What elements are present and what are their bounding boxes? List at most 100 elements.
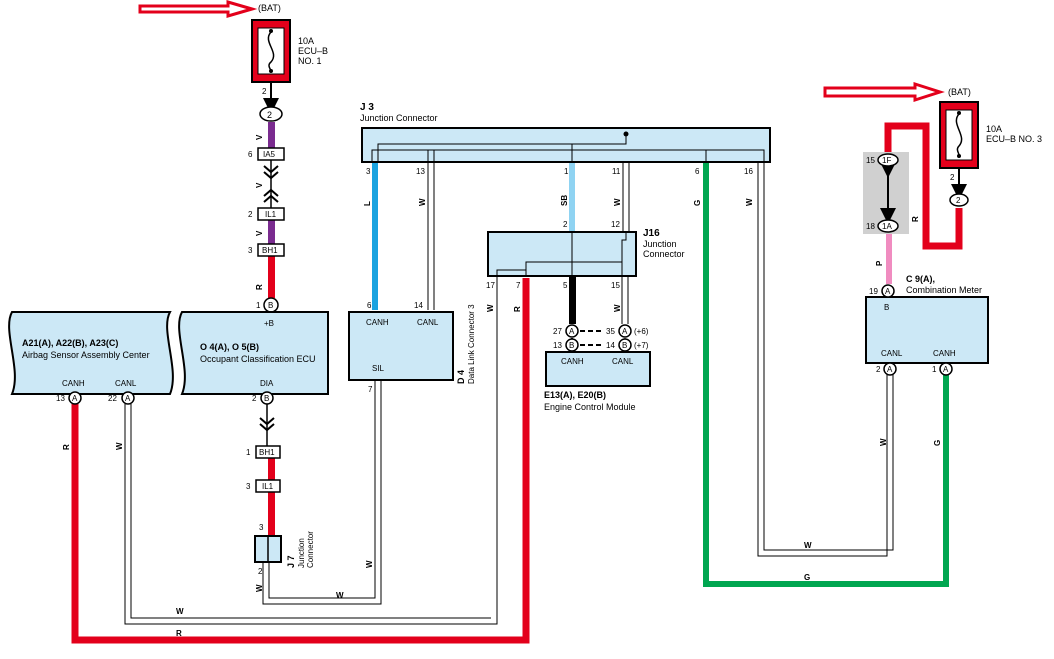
svg-text:IL1: IL1 [262,482,274,491]
svg-text:B: B [884,303,889,312]
svg-text:1: 1 [256,301,261,310]
svg-text:6: 6 [695,167,700,176]
svg-text:14: 14 [414,301,423,310]
svg-text:V: V [255,230,264,236]
svg-text:A: A [125,394,131,403]
junction-connector-j3: J 3 Junction Connector 3 13 1 11 6 16 [360,102,771,176]
junction-connector-j16: J16 Junction Connector 2 12 17 7 5 15 [486,220,685,290]
svg-text:W: W [176,607,184,616]
bat-arrow-right: (BAT) [823,81,971,103]
occ-code: O 4(A), O 5(B) [200,342,259,352]
connector-bh1-bottom: BH1 1 [246,445,281,459]
svg-text:G: G [933,440,942,446]
wire-r-ecu [268,256,275,298]
svg-text:R: R [255,284,264,290]
j3-name: Junction Connector [360,113,438,123]
svg-text:13: 13 [553,341,562,350]
j7-name2: Connector [306,531,315,568]
svg-text:B: B [569,341,574,350]
junction-connector-j7: J 7 Junction Connector [254,531,315,568]
svg-text:DIA: DIA [260,379,274,388]
connector-ia5: IA5 6 [248,147,285,161]
svg-text:1F: 1F [882,156,891,165]
ecu-b-connector-2: 2 [259,106,283,122]
svg-text:W: W [613,304,622,312]
svg-text:16: 16 [744,167,753,176]
svg-text:CANH: CANH [933,349,956,358]
svg-text:CANH: CANH [62,379,85,388]
fuse1-name2: NO. 1 [298,56,322,66]
svg-text:IL1: IL1 [265,210,277,219]
svg-text:W: W [613,198,622,206]
svg-text:11: 11 [612,167,621,176]
wire-p [886,232,892,284]
svg-text:V: V [255,134,264,140]
occupant-classification-ecu: +B O 4(A), O 5(B) Occupant Classificatio… [178,311,329,395]
engine-control-module: CANH CANL E13(A), E20(B) Engine Control … [544,351,651,412]
svg-text:B: B [268,301,273,310]
svg-text:14: 14 [606,341,615,350]
svg-text:A: A [569,327,575,336]
svg-text:CANH: CANH [366,318,389,327]
j16-name1: Junction [643,239,677,249]
svg-text:A: A [885,287,891,296]
svg-text:1: 1 [246,448,251,457]
airbag-code: A21(A), A22(B), A23(C) [22,338,118,348]
fuse2-connector [949,193,969,207]
svg-text:CANL: CANL [417,318,439,327]
svg-text:2: 2 [267,110,272,120]
svg-text:15: 15 [611,281,620,290]
connector-1f-1a: 1F 1A 15 18 [863,152,909,234]
svg-text:1: 1 [564,167,569,176]
svg-text:15: 15 [866,156,875,165]
svg-text:R: R [513,306,522,312]
d4-name: Data Link Connector 3 [467,304,476,384]
svg-text:18: 18 [866,222,875,231]
svg-text:IA5: IA5 [263,150,276,159]
svg-text:V: V [255,182,264,188]
svg-text:2: 2 [950,173,955,182]
wire-sb [569,162,575,232]
fuse2-amp: 10A [986,124,1002,134]
svg-text:7: 7 [516,281,521,290]
svg-text:2: 2 [876,365,881,374]
occ-name: Occupant Classification ECU [200,354,316,364]
svg-text:R: R [176,629,182,638]
svg-text:W: W [745,198,754,206]
meter-code: C 9(A), [906,274,935,284]
svg-text:CANH: CANH [561,357,584,366]
wire-code-labels: L W SB W G W W R W R W W P R W G W G W R… [62,195,942,638]
svg-text:CANL: CANL [115,379,137,388]
connector-il1-bottom: IL1 3 [246,479,281,493]
svg-text:G: G [693,200,702,206]
meter-name: Combination Meter [906,285,982,295]
svg-text:13: 13 [56,394,65,403]
svg-text:5: 5 [563,281,568,290]
bat-label-1: (BAT) [258,3,281,13]
svg-text:W: W [879,438,888,446]
connector-bh1-top: BH1 3 [248,243,285,257]
fuse-ecu-b-no1: 10A ECU–B NO. 1 [251,19,328,83]
svg-text:W: W [365,560,374,568]
svg-text:3: 3 [246,482,251,491]
svg-text:12: 12 [611,220,620,229]
svg-text:+B: +B [264,319,274,328]
svg-text:6: 6 [367,301,372,310]
svg-text:(+7): (+7) [634,341,649,350]
bat-label-2: (BAT) [948,87,971,97]
data-link-connector-d4: CANH CANL SIL D 4 Data Link Connector 3 [348,304,476,384]
svg-text:3: 3 [259,523,264,532]
svg-text:B: B [264,394,269,403]
svg-text:CANL: CANL [612,357,634,366]
svg-text:1A: 1A [882,222,892,231]
svg-text:17: 17 [486,281,495,290]
svg-text:R: R [62,444,71,450]
svg-text:P: P [875,260,884,266]
svg-text:2: 2 [563,220,568,229]
wire-g [703,162,949,587]
svg-text:19: 19 [869,287,878,296]
d4-code: D 4 [456,370,466,384]
svg-text:G: G [804,573,810,582]
wire-r-bottom [71,278,530,644]
svg-text:W: W [336,591,344,600]
